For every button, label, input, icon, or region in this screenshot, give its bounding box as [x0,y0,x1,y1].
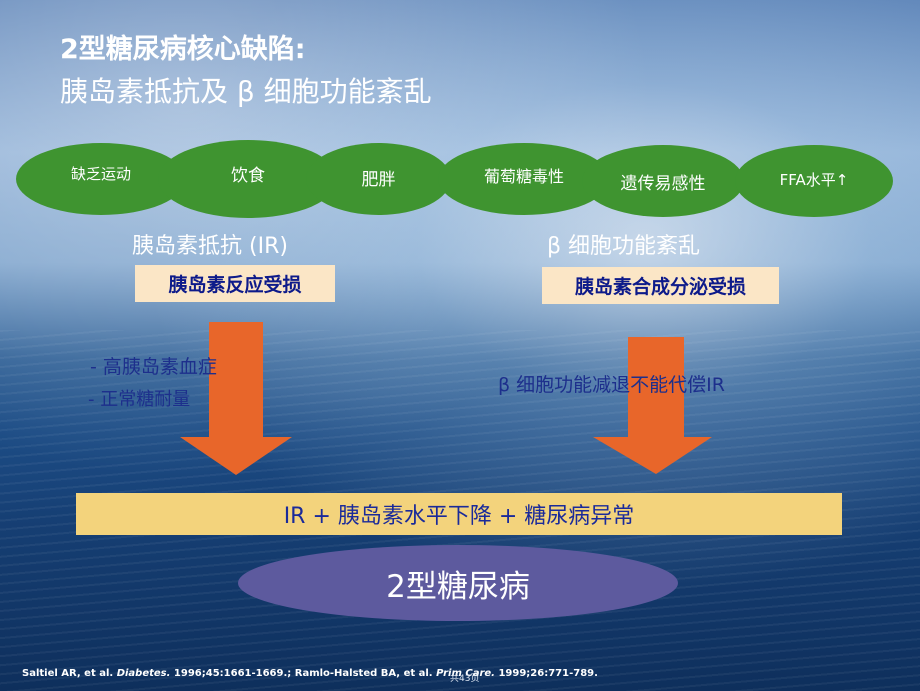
factor-oval-genetics: 遗传易感性 [582,145,744,217]
type2-diabetes-oval: 2型糖尿病 [238,545,678,621]
page-number: 共43页 [450,674,480,684]
beta-cell-compensation-note: β 细胞功能减退不能代偿IR [498,374,725,396]
bullet-hyperinsulinemia: - 高胰岛素血症 [90,356,217,378]
citation-journal2: Prim Care. [436,668,495,679]
citation-part3: 1999;26:771-789. [494,668,598,679]
slide-title-line1: 2型糖尿病核心缺陷: [60,34,306,65]
citation: Saltiel AR, et al. Diabetes. 1996;45:166… [22,668,598,679]
factor-label: 遗传易感性 [620,173,706,194]
left-down-arrow [180,322,292,475]
slide-title-line2: 胰岛素抵抗及 β 细胞功能紊乱 [60,75,432,108]
factor-oval-ffa: FFA水平↑ [735,145,893,217]
insulin-resistance-heading: 胰岛素抵抗 (IR) [132,234,288,259]
factor-label: 缺乏运动 [70,164,131,183]
factor-oval-glucotoxicity: 葡萄糖毒性 [438,143,610,215]
insulin-secretion-impaired-box: 胰岛素合成分泌受损 [542,267,779,304]
factor-label: 葡萄糖毒性 [483,167,564,186]
combined-outcome-banner: IR + 胰岛素水平下降 + 糖尿病异常 [76,493,842,535]
right-down-arrow [593,337,712,474]
factor-label: 饮食 [231,165,265,186]
bullet-normal-glucose-tolerance: - 正常糖耐量 [88,389,191,410]
insulin-response-impaired-box: 胰岛素反应受损 [135,265,335,302]
citation-part1: Saltiel AR, et al. [22,668,117,679]
factor-oval-obesity: 肥胖 [306,143,451,215]
factor-label: 肥胖 [361,169,396,190]
citation-journal1: Diabetes. [116,668,171,679]
citation-part2: 1996;45:1661-1669.; Ramlo-Halsted BA, et… [170,668,437,679]
factor-label: FFA水平↑ [779,170,849,189]
beta-cell-dysfunction-heading: β 细胞功能紊乱 [547,234,701,259]
factor-oval-exercise: 缺乏运动 [16,143,186,215]
